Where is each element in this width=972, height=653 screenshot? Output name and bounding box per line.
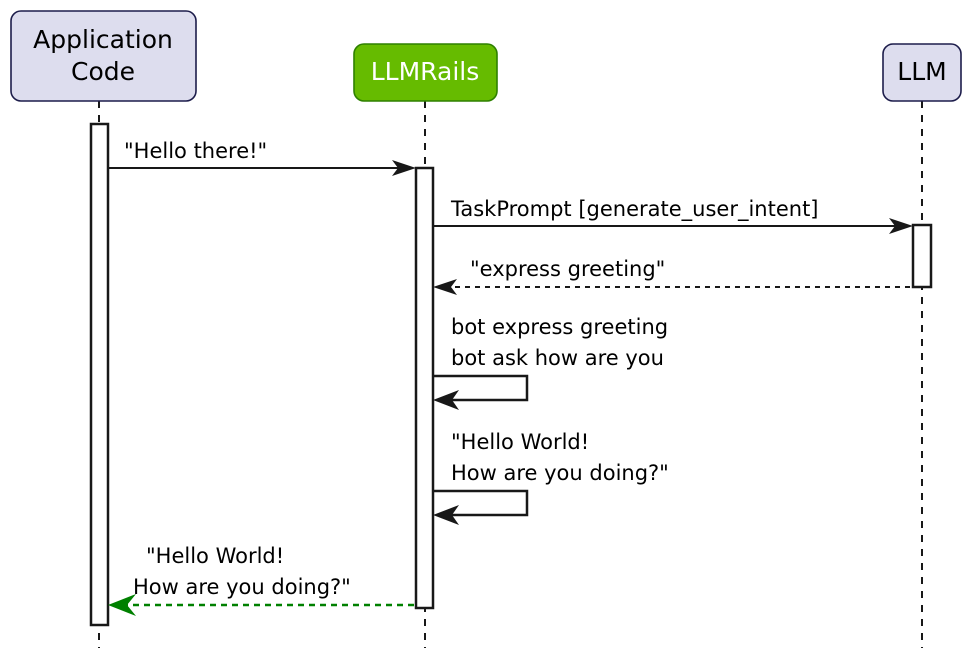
activation-llmrails	[414, 166, 435, 610]
message-final-response-arrowhead	[108, 594, 136, 616]
participant-application-code-box[interactable]	[10, 10, 197, 102]
label-bot-utterance-self-line1: "Hello World!	[451, 430, 589, 454]
message-task-prompt	[434, 218, 913, 234]
message-final-response	[108, 594, 416, 616]
participant-application-code-label-line1: Application	[33, 25, 173, 54]
label-bot-intents-self-line2: bot ask how are you	[451, 346, 664, 370]
label-bot-intents-self-line1: bot express greeting	[451, 315, 668, 339]
participant-llm-box[interactable]	[882, 43, 962, 102]
message-bot-intents-self-arrowhead	[433, 390, 459, 410]
participant-application-code-label-line2: Code	[71, 57, 135, 86]
activation-bars	[89, 122, 933, 627]
message-task-prompt-arrowhead	[889, 218, 913, 234]
message-bot-utterance-self	[433, 489, 529, 525]
label-final-response-line2: How are you doing?"	[133, 575, 351, 599]
label-hello-there: "Hello there!"	[124, 139, 267, 163]
participant-llm[interactable]: LLM	[882, 43, 962, 102]
message-bot-utterance-self-arrowhead	[433, 505, 459, 525]
label-bot-utterance-self-line2: How are you doing?"	[451, 461, 669, 485]
message-express-greeting	[433, 279, 912, 295]
activation-application-code	[89, 122, 110, 627]
message-bot-intents-self	[433, 374, 529, 410]
participant-llm-label-line1: LLM	[897, 57, 946, 86]
message-labels: "Hello there!" TaskPrompt [generate_user…	[124, 139, 819, 599]
participant-llmrails-label-line1: LLMRails	[371, 57, 479, 86]
label-final-response-line1: "Hello World!	[146, 544, 284, 568]
activation-llm	[911, 223, 933, 289]
message-bot-utterance-self-path	[433, 489, 529, 517]
label-express-greeting: "express greeting"	[470, 257, 665, 281]
participant-llmrails-box[interactable]	[353, 43, 498, 102]
label-task-prompt: TaskPrompt [generate_user_intent]	[450, 197, 819, 222]
message-hello-there-arrowhead	[392, 160, 416, 176]
message-bot-intents-self-path	[433, 374, 529, 402]
participant-application-code[interactable]: Application Code	[10, 10, 197, 102]
participant-llmrails[interactable]: LLMRails	[353, 43, 498, 102]
message-express-greeting-arrowhead	[433, 279, 457, 295]
message-hello-there	[108, 160, 416, 176]
